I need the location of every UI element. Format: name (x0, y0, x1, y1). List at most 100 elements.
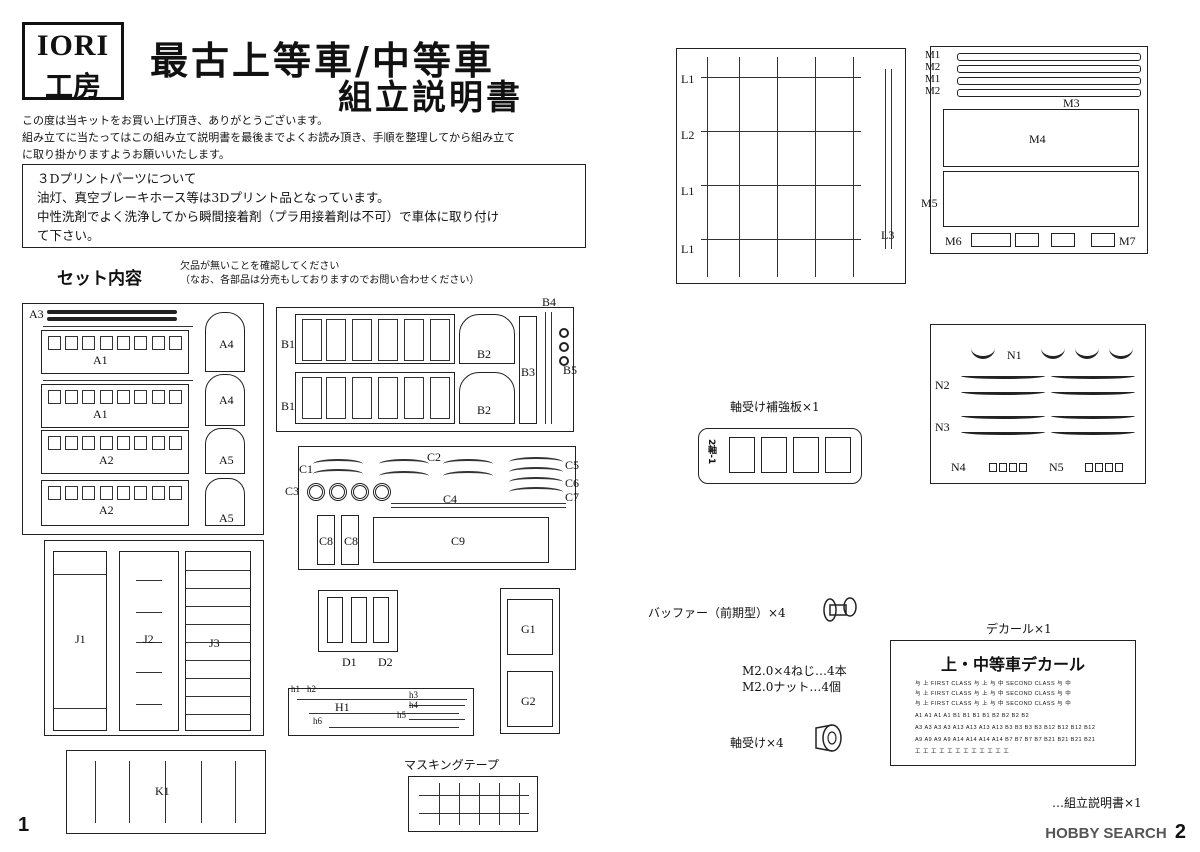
sprue-a: A3 A1 A1 A2 A2 A4 A4 A5 A5 (22, 303, 264, 535)
part-label: N3 (935, 420, 950, 434)
part-label: C7 (565, 490, 580, 504)
bearing-label: 軸受け×4 (730, 736, 784, 750)
part-label: C6 (565, 476, 580, 490)
axle-plate-code: 2軸-1 (706, 439, 716, 465)
set-contents-heading: セット内容 (57, 269, 142, 289)
part-label: B2 (477, 347, 492, 361)
decal-row: A1 A1 A1 A1 B1 B1 B1 B1 B2 B2 B2 B2 (915, 713, 1030, 719)
part-label: h3 (409, 690, 418, 700)
sprue-c: C1 C2 C3 C4 C5 C6 C7 C8 C8 C9 (285, 446, 580, 570)
part-label: L1 (681, 242, 695, 256)
masking-tape-label: マスキングテープ (404, 758, 499, 772)
buffer-icon (822, 594, 862, 628)
intro-line: に取り掛かりますようお願いいたします。 (22, 148, 230, 161)
notice-line: 中性洗剤でよく洗浄してから瞬間接着剤（プラ用接着剤は不可）で車体に取り付け (37, 209, 500, 224)
part-label: A5 (219, 511, 234, 525)
decal-title: 上・中等車デカール (940, 655, 1085, 674)
check-instruction: 欠品が無いことを確認してください （なお、各部品は分売もしておりますのでお問い合… (180, 260, 479, 288)
part-label: D1 (342, 655, 357, 669)
buffer-label: バッファー（前期型）×4 (648, 606, 786, 620)
watermark: HOBBY SEARCH 2 (1045, 821, 1186, 844)
decal-row: 与 上 FIRST CLASS 与 上 与 中 SECOND CLASS 与 中 (915, 701, 1072, 707)
decal-sheet: 上・中等車デカール 与 上 FIRST CLASS 与 上 与 中 SECOND… (890, 640, 1136, 766)
part-label: A3 (29, 307, 44, 321)
part-label: M4 (1029, 132, 1046, 146)
part-label: L1 (681, 184, 695, 198)
part-label: h2 (307, 684, 316, 694)
axle-plate-label: 軸受け補強板×1 (730, 400, 820, 414)
part-label: M2 (925, 61, 941, 73)
part-label: C8 (319, 534, 334, 548)
title-line-2: 組立説明書 (338, 78, 523, 118)
part-label: C2 (427, 450, 442, 464)
check-line: 欠品が無いことを確認してください (180, 261, 340, 272)
part-label: L2 (681, 128, 695, 142)
part-label: C9 (451, 534, 466, 548)
part-label: N5 (1049, 460, 1064, 474)
part-label: A1 (93, 353, 108, 367)
part-label: B4 (542, 295, 557, 309)
part-label: L3 (881, 228, 895, 242)
decal-row: A9 A9 A9 A9 A14 A14 A14 A14 B7 B7 B7 B7 … (915, 737, 1096, 743)
part-label: h5 (397, 710, 406, 720)
logo-top-text: IORI (36, 29, 110, 62)
part-label: H1 (335, 700, 350, 714)
part-label: M7 (1119, 234, 1136, 248)
part-label: A5 (219, 453, 234, 467)
notice-line: ３Dプリントパーツについて (37, 171, 197, 186)
sprue-j: J1 J2 J3 (44, 540, 264, 736)
decal-row: 与 上 FIRST CLASS 与 上 与 中 SECOND CLASS 与 中 (915, 691, 1072, 697)
part-label: M1 (925, 73, 941, 85)
part-label: K1 (155, 784, 170, 798)
part-label: h4 (409, 700, 418, 710)
part-label: B1 (281, 399, 296, 413)
manual-label: …組立説明書×1 (1052, 796, 1142, 810)
3d-print-notice: ３Dプリントパーツについて 油灯、真空ブレーキホース等は3Dプリント品となってい… (22, 164, 586, 248)
part-label: L1 (681, 72, 695, 86)
part-label: C5 (565, 458, 580, 472)
check-line: （なお、各部品は分売もしておりますのでお問い合わせください） (180, 275, 480, 286)
part-label: J3 (209, 636, 220, 650)
sprue-n: N1 N2 N3 N4 N5 (930, 324, 1146, 484)
part-label: C1 (299, 462, 314, 476)
part-label: M6 (945, 234, 962, 248)
part-label: G2 (521, 694, 536, 708)
screws-label: M2.0×4ねじ…4本 (742, 664, 847, 678)
nuts-label: M2.0ナット…4個 (742, 680, 842, 694)
iori-logo: IORI 工房 (22, 22, 124, 103)
part-label: M2 (925, 85, 941, 97)
part-label: C8 (344, 534, 359, 548)
page-number-right: 2 (1174, 821, 1186, 843)
sprue-b: B1 B1 B2 B2 B3 B5 (276, 307, 578, 432)
part-label: C4 (443, 492, 458, 506)
axle-plate: 2軸-1 (698, 428, 862, 484)
part-label: D2 (378, 655, 393, 669)
part-label: A2 (99, 503, 114, 517)
title-line-1: 最古上等車/中等車 (150, 38, 495, 83)
part-label: J1 (75, 632, 86, 646)
watermark-text: HOBBY SEARCH (1045, 825, 1167, 842)
intro-line: 組み立てに当たってはこの組み立て説明書を最後までよくお読み頂き、手順を整理してか… (22, 131, 516, 144)
part-label: A4 (219, 393, 234, 407)
part-label: h6 (313, 716, 322, 726)
decal-row: 工 工 工 工 工 工 工 工 工 工 工 工 (915, 749, 1010, 755)
decal-label: デカール×1 (986, 622, 1052, 636)
part-label: B5 (563, 363, 578, 377)
part-label: B3 (521, 365, 536, 379)
decal-row: A3 A3 A3 A3 A13 A13 A13 A13 B3 B3 B3 B3 … (915, 725, 1096, 731)
part-label: B2 (477, 403, 492, 417)
part-label: J2 (143, 632, 154, 646)
part-label: M5 (921, 196, 938, 210)
intro-line: この度は当キットをお買い上げ頂き、ありがとうございます。 (22, 114, 329, 127)
masking-tape (408, 776, 538, 832)
part-label: N1 (1007, 348, 1022, 362)
intro-text: この度は当キットをお買い上げ頂き、ありがとうございます。 組み立てに当たってはこ… (22, 112, 602, 163)
bearing-icon (810, 722, 844, 758)
part-label: h1 (291, 684, 300, 694)
part-label: B1 (281, 337, 296, 351)
part-label: A2 (99, 453, 114, 467)
sprue-l: L1 L2 L1 L1 L3 (676, 48, 906, 284)
notice-line: て下さい。 (37, 228, 100, 243)
logo-bottom-text: 工房 (44, 70, 101, 103)
decal-row: 与 上 FIRST CLASS 与 上 与 中 SECOND CLASS 与 中 (915, 681, 1072, 687)
